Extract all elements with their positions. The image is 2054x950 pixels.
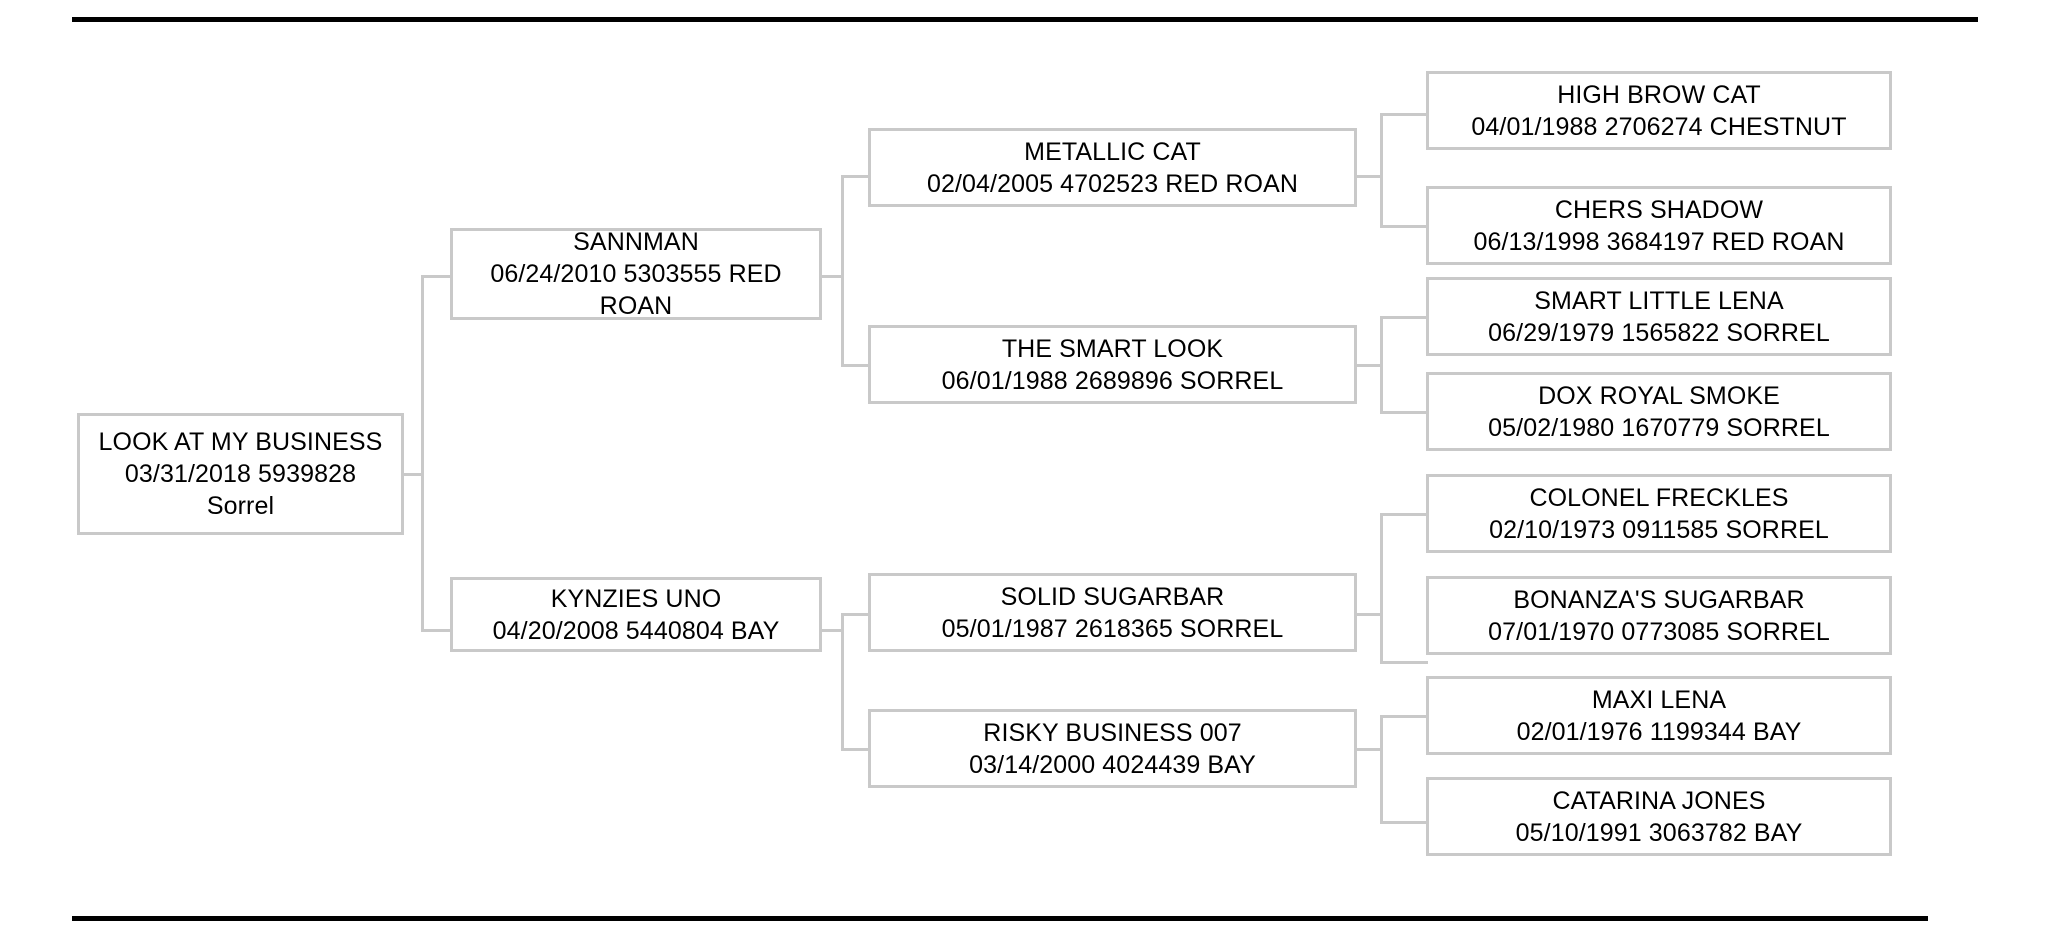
node-text: SMART LITTLE LENA 06/29/1979 1565822 SOR…: [1488, 286, 1830, 347]
connector-to-dox-royal-smoke: [1380, 411, 1428, 414]
pedigree-node-maxi-lena[interactable]: MAXI LENA 02/01/1976 1199344 BAY: [1426, 676, 1892, 755]
connector-to-chers-shadow: [1380, 225, 1428, 228]
connector-to-maxi-lena: [1380, 715, 1428, 718]
connector-kynzies-up: [841, 613, 844, 632]
connector-riskybusiness-up: [1380, 715, 1383, 751]
pedigree-node-metallic-cat[interactable]: METALLIC CAT 02/04/2005 4702523 RED ROAN: [868, 128, 1357, 207]
pedigree-node-the-smart-look[interactable]: THE SMART LOOK 06/01/1988 2689896 SORREL: [868, 325, 1357, 404]
connector-root-down: [421, 473, 424, 632]
connector-smartlook-down: [1380, 364, 1383, 414]
connector-metallic-stem: [1355, 175, 1383, 178]
connector-to-high-brow-cat: [1380, 113, 1428, 116]
connector-smartlook-up: [1380, 316, 1383, 367]
pedigree-node-dox-royal-smoke[interactable]: DOX ROYAL SMOKE 05/02/1980 1670779 SORRE…: [1426, 372, 1892, 451]
connector-metallic-down: [1380, 175, 1383, 228]
connector-kynzies-stem: [820, 629, 844, 632]
connector-riskybusiness-down: [1380, 748, 1383, 824]
connector-sannman-down: [841, 275, 844, 367]
connector-metallic-up: [1380, 113, 1383, 177]
connector-sannman-stem: [820, 275, 844, 278]
connector-to-colonel-freckles: [1380, 513, 1428, 516]
node-text: SANNMAN 06/24/2010 5303555 RED ROAN: [490, 228, 782, 320]
connector-to-risky-business: [841, 748, 869, 751]
connector-kynzies-down: [841, 629, 844, 750]
node-text: LOOK AT MY BUSINESS 03/31/2018 5939828 S…: [98, 428, 383, 520]
connector-root-up: [421, 275, 424, 475]
pedigree-node-catarina-jones[interactable]: CATARINA JONES 05/10/1991 3063782 BAY: [1426, 777, 1892, 856]
connector-to-bonanzas-sugarbar: [1380, 661, 1428, 664]
connector-to-catarina-jones: [1380, 821, 1428, 824]
node-text: METALLIC CAT 02/04/2005 4702523 RED ROAN: [927, 137, 1298, 198]
connector-to-the-smart-look: [841, 364, 869, 367]
pedigree-node-colonel-freckles[interactable]: COLONEL FRECKLES 02/10/1973 0911585 SORR…: [1426, 474, 1892, 553]
node-text: SOLID SUGARBAR 05/01/1987 2618365 SORREL: [941, 582, 1284, 643]
node-text: DOX ROYAL SMOKE 05/02/1980 1670779 SORRE…: [1488, 381, 1830, 442]
node-text: THE SMART LOOK 06/01/1988 2689896 SORREL: [941, 334, 1284, 395]
node-text: CATARINA JONES 05/10/1991 3063782 BAY: [1515, 786, 1803, 847]
pedigree-node-sannman[interactable]: SANNMAN 06/24/2010 5303555 RED ROAN: [450, 228, 822, 320]
node-text: RISKY BUSINESS 007 03/14/2000 4024439 BA…: [969, 718, 1256, 779]
node-text: CHERS SHADOW 06/13/1998 3684197 RED ROAN: [1473, 195, 1845, 256]
connector-solidsugarbar-down: [1380, 613, 1383, 664]
pedigree-node-chers-shadow[interactable]: CHERS SHADOW 06/13/1998 3684197 RED ROAN: [1426, 186, 1892, 265]
node-text: KYNZIES UNO 04/20/2008 5440804 BAY: [492, 584, 780, 645]
node-text: HIGH BROW CAT 04/01/1988 2706274 CHESTNU…: [1471, 80, 1847, 141]
connector-to-sannman: [421, 275, 450, 278]
connector-to-metallic-cat: [841, 175, 869, 178]
pedigree-node-risky-business-007[interactable]: RISKY BUSINESS 007 03/14/2000 4024439 BA…: [868, 709, 1357, 788]
node-text: BONANZA'S SUGARBAR 07/01/1970 0773085 SO…: [1488, 585, 1830, 646]
connector-sannman-up: [841, 175, 844, 277]
connector-solidsugarbar-up: [1380, 513, 1383, 616]
pedigree-node-look-at-my-business[interactable]: LOOK AT MY BUSINESS 03/31/2018 5939828 S…: [77, 413, 404, 535]
connector-solidsugarbar-stem: [1355, 613, 1383, 616]
connector-smartlook-stem: [1355, 364, 1383, 367]
connector-to-solid-sugarbar: [841, 613, 869, 616]
connector-riskybusiness-stem: [1355, 748, 1383, 751]
pedigree-node-kynzies-uno[interactable]: KYNZIES UNO 04/20/2008 5440804 BAY: [450, 577, 822, 652]
pedigree-node-bonanzas-sugarbar[interactable]: BONANZA'S SUGARBAR 07/01/1970 0773085 SO…: [1426, 576, 1892, 655]
connector-to-kynzies-uno: [421, 629, 450, 632]
node-text: COLONEL FRECKLES 02/10/1973 0911585 SORR…: [1489, 483, 1829, 544]
node-text: MAXI LENA 02/01/1976 1199344 BAY: [1516, 685, 1802, 746]
top-horizontal-rule: [72, 17, 1978, 22]
pedigree-node-solid-sugarbar[interactable]: SOLID SUGARBAR 05/01/1987 2618365 SORREL: [868, 573, 1357, 652]
bottom-horizontal-rule: [72, 916, 1928, 921]
connector-to-smart-little-lena: [1380, 316, 1428, 319]
pedigree-node-high-brow-cat[interactable]: HIGH BROW CAT 04/01/1988 2706274 CHESTNU…: [1426, 71, 1892, 150]
pedigree-node-smart-little-lena[interactable]: SMART LITTLE LENA 06/29/1979 1565822 SOR…: [1426, 277, 1892, 356]
connector-root-stem: [402, 473, 424, 476]
